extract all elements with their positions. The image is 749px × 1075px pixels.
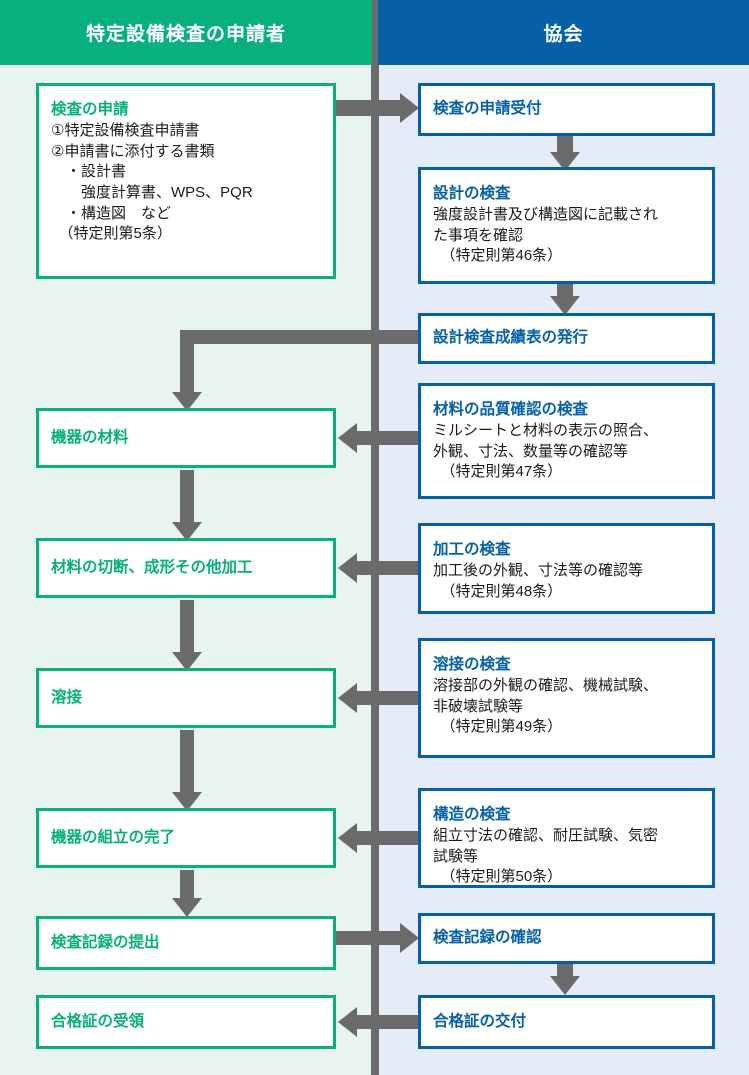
box-design-inspection[interactable]: 設計の検査 強度設計書及び構造図に記載され た事項を確認 （特定則第46条） bbox=[418, 167, 715, 284]
box-design-report-issue[interactable]: 設計検査成績表の発行 bbox=[418, 313, 715, 364]
arrow-application-to-receipt-head bbox=[400, 93, 419, 123]
box-welding-title: 溶接 bbox=[51, 688, 83, 706]
arrow-assembly-to-record-head bbox=[172, 898, 202, 917]
box-welding-inspection-title: 溶接の検査 bbox=[433, 656, 511, 673]
arrow-record-to-confirmation-shaft bbox=[336, 931, 400, 945]
box-processing-inspection[interactable]: 加工の検査 加工後の外観、寸法等の確認等 （特定則第48条） bbox=[418, 523, 715, 614]
arrow-report-elbow-vertical bbox=[180, 330, 194, 392]
arrow-processing-to-cutting-shaft bbox=[357, 561, 420, 575]
box-welding[interactable]: 溶接 bbox=[36, 668, 336, 728]
arrow-material-quality-to-equipment-head bbox=[338, 423, 357, 453]
applicant-column-header: 特定設備検査の申請者 bbox=[0, 0, 372, 65]
box-assembly-complete[interactable]: 機器の組立の完了 bbox=[36, 808, 336, 868]
box-certificate-receipt-title: 合格証の受領 bbox=[51, 1012, 145, 1030]
arrow-welding-inspection-to-welding-shaft bbox=[357, 691, 420, 705]
box-welding-inspection[interactable]: 溶接の検査 溶接部の外観の確認、機械試験、 非破壊試験等 （特定則第49条） bbox=[418, 638, 715, 758]
box-design-report-issue-title: 設計検査成績表の発行 bbox=[433, 329, 589, 347]
arrow-welding-inspection-to-welding-head bbox=[338, 683, 357, 713]
box-processing-inspection-title: 加工の検査 bbox=[433, 541, 511, 558]
box-assembly-complete-title: 機器の組立の完了 bbox=[51, 828, 176, 846]
arrow-structure-to-assembly-shaft bbox=[357, 831, 420, 845]
box-certificate-receipt[interactable]: 合格証の受領 bbox=[36, 995, 336, 1049]
box-application-title: 検査の申請 bbox=[51, 101, 129, 118]
box-material-quality-inspection[interactable]: 材料の品質確認の検査 ミルシートと材料の表示の照合、 外観、寸法、数量等の確認等… bbox=[418, 383, 715, 499]
box-structure-inspection-body: 組立寸法の確認、耐圧試験、気密 試験等 （特定則第50条） bbox=[433, 826, 659, 886]
box-application-receipt-title: 検査の申請受付 bbox=[433, 100, 542, 118]
box-structure-inspection[interactable]: 構造の検査 組立寸法の確認、耐圧試験、気密 試験等 （特定則第50条） bbox=[418, 788, 715, 888]
arrow-welding-to-assembly-shaft bbox=[180, 730, 194, 792]
arrow-equipment-to-cutting-shaft bbox=[180, 470, 194, 522]
arrow-report-elbow-horizontal bbox=[180, 330, 420, 344]
box-record-confirmation[interactable]: 検査記録の確認 bbox=[418, 913, 715, 964]
box-material-cutting[interactable]: 材料の切断、成形その他加工 bbox=[36, 538, 336, 598]
arrow-application-to-receipt-shaft bbox=[336, 100, 400, 116]
arrow-processing-to-cutting-head bbox=[338, 553, 357, 583]
arrow-assembly-to-record-shaft bbox=[180, 870, 194, 898]
box-processing-inspection-body: 加工後の外観、寸法等の確認等 （特定則第48条） bbox=[433, 561, 644, 600]
arrow-issue-to-receipt-head bbox=[338, 1007, 357, 1037]
box-design-inspection-body: 強度設計書及び構造図に記載され た事項を確認 （特定則第46条） bbox=[433, 205, 659, 265]
association-header-label: 協会 bbox=[543, 24, 584, 45]
center-divider-line bbox=[371, 0, 379, 1075]
applicant-header-label: 特定設備検査の申請者 bbox=[85, 24, 286, 45]
box-record-submission-title: 検査記録の提出 bbox=[51, 933, 160, 951]
arrow-design-to-report-shaft bbox=[557, 284, 573, 296]
association-column-header: 協会 bbox=[378, 0, 749, 65]
arrow-cutting-to-welding-head bbox=[172, 652, 202, 671]
box-equipment-material-title: 機器の材料 bbox=[51, 428, 129, 446]
box-application-body: ①特定設備検査申請書 ②申請書に添付する書類 ・設計書 強度計算書、WPS、PQ… bbox=[51, 121, 253, 243]
box-material-cutting-title: 材料の切断、成形その他加工 bbox=[51, 558, 253, 576]
arrow-design-to-report-head bbox=[550, 296, 580, 315]
box-certificate-issue-title: 合格証の交付 bbox=[433, 1012, 527, 1030]
arrow-confirmation-to-issue-shaft bbox=[557, 964, 573, 976]
arrow-equipment-to-cutting-head bbox=[172, 522, 202, 541]
box-structure-inspection-title: 構造の検査 bbox=[433, 806, 511, 823]
box-material-quality-inspection-title: 材料の品質確認の検査 bbox=[433, 401, 589, 418]
arrow-record-to-confirmation-head bbox=[400, 923, 419, 953]
arrow-material-quality-to-equipment-shaft bbox=[357, 431, 420, 445]
arrow-cutting-to-welding-shaft bbox=[180, 600, 194, 652]
arrow-report-elbow-head bbox=[172, 392, 202, 411]
box-certificate-issue[interactable]: 合格証の交付 bbox=[418, 995, 715, 1049]
arrow-confirmation-to-issue-head bbox=[550, 976, 580, 995]
arrow-receipt-to-design-head bbox=[550, 152, 580, 171]
box-record-submission[interactable]: 検査記録の提出 bbox=[36, 916, 336, 970]
arrow-receipt-to-design-shaft bbox=[557, 136, 573, 152]
arrow-structure-to-assembly-head bbox=[338, 823, 357, 853]
box-design-inspection-title: 設計の検査 bbox=[433, 185, 511, 202]
box-welding-inspection-body: 溶接部の外観の確認、機械試験、 非破壊試験等 （特定則第49条） bbox=[433, 676, 659, 736]
arrow-welding-to-assembly-head bbox=[172, 792, 202, 811]
box-material-quality-inspection-body: ミルシートと材料の表示の照合、 外観、寸法、数量等の確認等 （特定則第47条） bbox=[433, 421, 659, 481]
box-record-confirmation-title: 検査記録の確認 bbox=[433, 929, 542, 947]
box-application[interactable]: 検査の申請 ①特定設備検査申請書 ②申請書に添付する書類 ・設計書 強度計算書、… bbox=[36, 83, 336, 279]
box-application-receipt[interactable]: 検査の申請受付 bbox=[418, 83, 715, 136]
box-equipment-material[interactable]: 機器の材料 bbox=[36, 408, 336, 468]
arrow-issue-to-receipt-shaft bbox=[357, 1015, 420, 1029]
